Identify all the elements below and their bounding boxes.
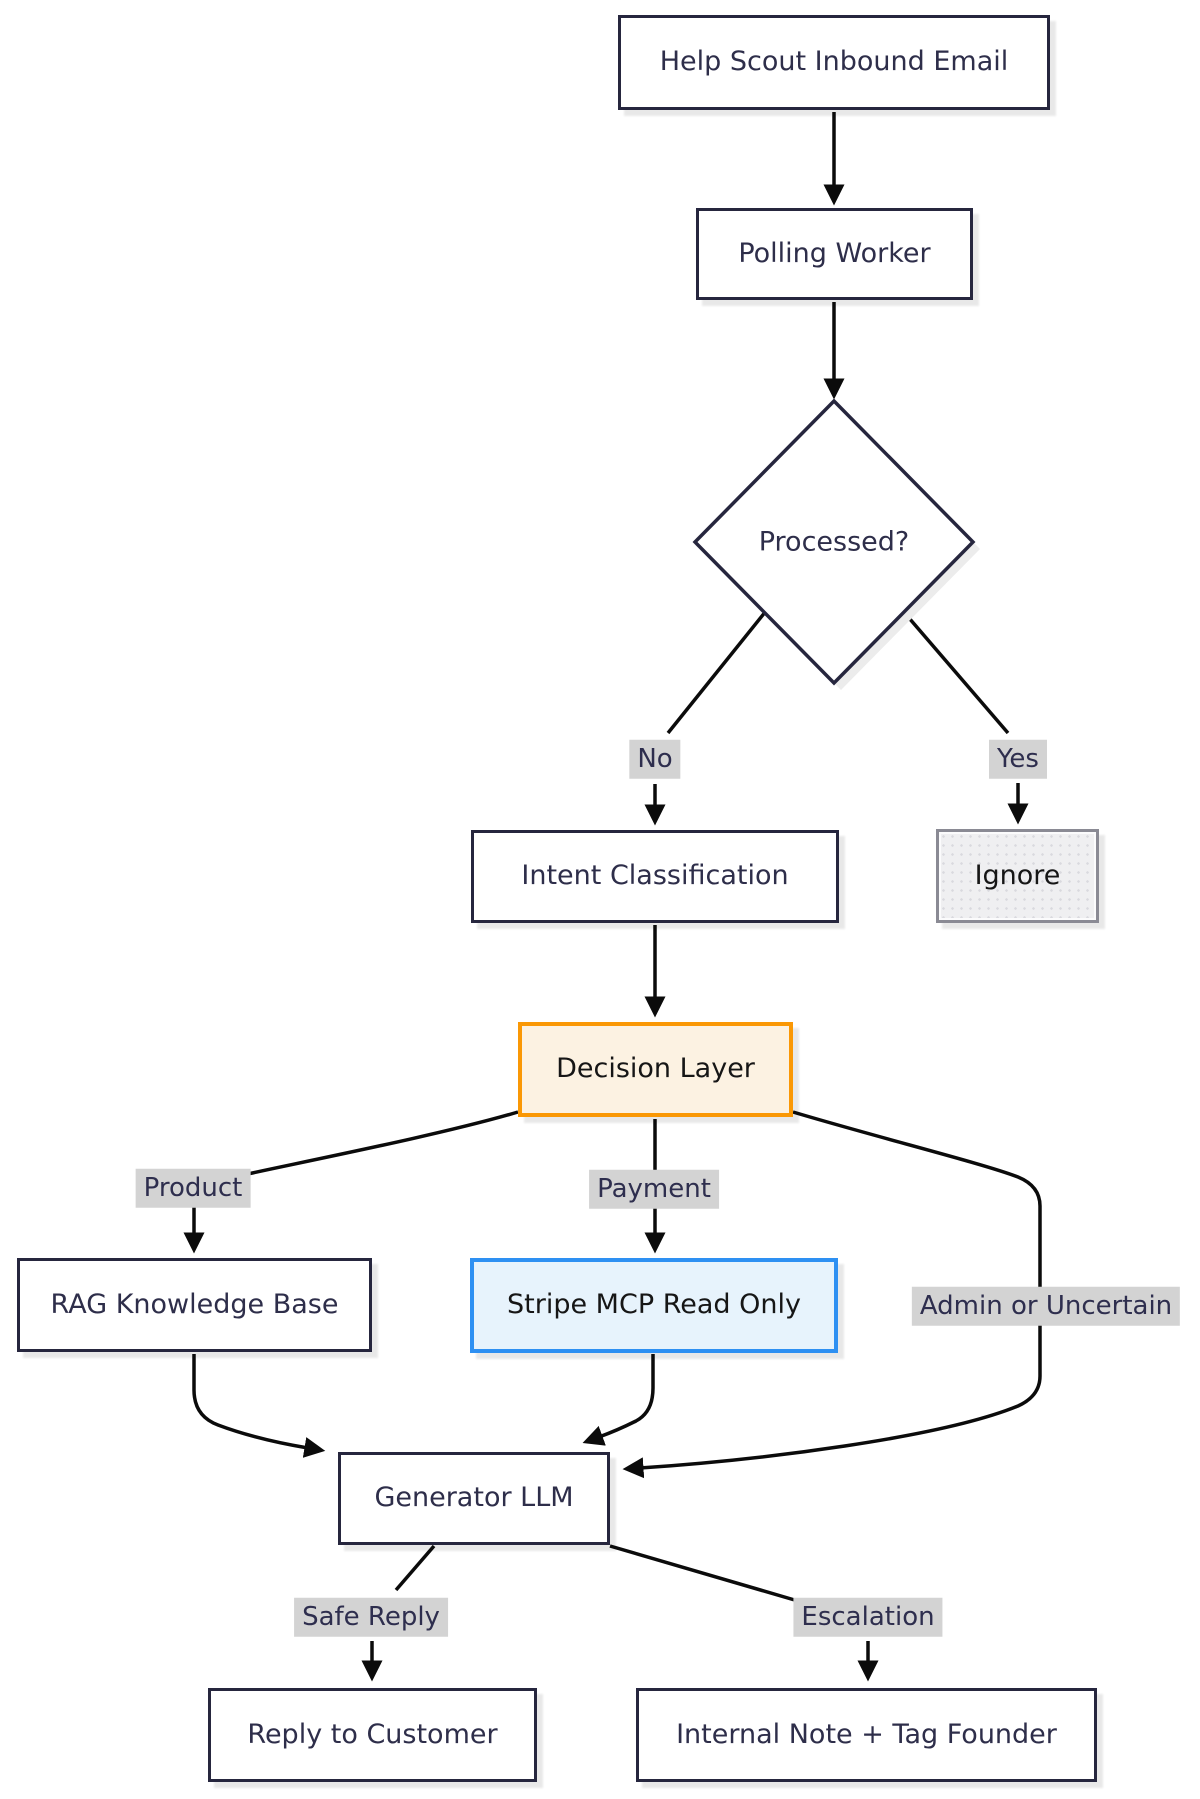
edge-label-payment: Payment xyxy=(589,1169,719,1209)
edge-decision-to-generator xyxy=(622,1110,1042,1479)
edge-processed-to-yes-label xyxy=(901,609,1010,735)
node-internal-note-tag-founder: Internal Note + Tag Founder xyxy=(636,1688,1097,1782)
edge-processed-to-no-label xyxy=(666,609,768,735)
edge-label-escalation: Escalation xyxy=(793,1597,943,1637)
node-help-scout-inbound-email: Help Scout Inbound Email xyxy=(618,15,1050,110)
edge-label-no: No xyxy=(629,739,681,779)
edge-label-safe-reply: Safe Reply xyxy=(294,1597,448,1637)
edge-stripe-to-generator xyxy=(582,1354,655,1446)
node-generator-llm: Generator LLM xyxy=(338,1452,610,1545)
edge-label-admin-or-uncertain: Admin or Uncertain xyxy=(911,1286,1181,1326)
node-polling-worker: Polling Worker xyxy=(696,208,973,300)
node-rag-knowledge-base: RAG Knowledge Base xyxy=(17,1258,372,1352)
node-decision-layer: Decision Layer xyxy=(518,1022,793,1117)
edge-rag-to-generator xyxy=(192,1354,326,1458)
edge-label-product: Product xyxy=(135,1168,251,1208)
node-ignore: Ignore xyxy=(936,829,1099,923)
edge-label-yes: Yes xyxy=(989,739,1047,779)
edge-generator-to-escalation-label xyxy=(609,1544,799,1603)
node-intent-classification: Intent Classification xyxy=(471,830,839,923)
processed-diamond-shape xyxy=(692,398,976,686)
node-stripe-mcp-read-only: Stripe MCP Read Only xyxy=(470,1258,838,1353)
edge-generator-to-safereply-label xyxy=(394,1544,436,1592)
node-reply-to-customer: Reply to Customer xyxy=(208,1688,537,1782)
node-processed-label: Processed? xyxy=(758,526,910,558)
